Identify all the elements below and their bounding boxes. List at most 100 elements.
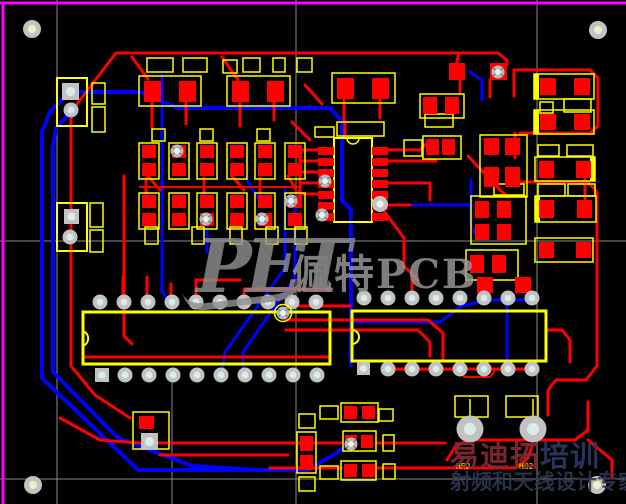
copper-trace-top bbox=[379, 205, 420, 282]
smd-pad bbox=[372, 180, 388, 188]
connector-outline-right bbox=[350, 309, 548, 363]
copper-trace-top bbox=[376, 444, 534, 470]
copper-trace-top bbox=[122, 174, 134, 346]
silkscreen-outline bbox=[567, 183, 596, 197]
silkscreen-outline bbox=[191, 226, 205, 245]
smd-pad bbox=[200, 145, 214, 158]
connector-notch bbox=[82, 330, 90, 347]
copper-trace-top bbox=[544, 328, 572, 364]
mount-pad-HB bbox=[519, 415, 547, 443]
silkscreen-outline bbox=[535, 196, 540, 222]
smd-pad bbox=[484, 167, 499, 187]
silkscreen-outline bbox=[89, 202, 104, 228]
smd-pad bbox=[484, 138, 499, 155]
smd-pad bbox=[337, 78, 354, 99]
silkscreen-outline bbox=[454, 395, 489, 418]
smd-pad bbox=[288, 145, 302, 158]
10 bbox=[92, 294, 324, 310]
silkscreen-outline bbox=[138, 192, 160, 230]
square-pad bbox=[64, 209, 79, 224]
smd-pad bbox=[258, 145, 272, 158]
silkscreen-outline bbox=[226, 142, 248, 180]
silkscreen-outline bbox=[505, 395, 539, 418]
smd-pad bbox=[300, 455, 313, 470]
smd-pad bbox=[142, 213, 156, 226]
silkscreen-outline bbox=[91, 106, 106, 133]
silkscreen-outline bbox=[138, 142, 160, 180]
smd-pad bbox=[372, 191, 388, 199]
silkscreen-outline bbox=[91, 82, 106, 105]
copper-trace-top bbox=[512, 68, 600, 135]
smd-pad bbox=[477, 277, 493, 293]
smd-pad bbox=[540, 114, 556, 130]
smd-pad bbox=[577, 200, 592, 218]
silkscreen-outline bbox=[382, 463, 396, 480]
smd-pad bbox=[142, 163, 156, 176]
smd-pad bbox=[318, 202, 334, 210]
silkscreen-outline bbox=[470, 195, 527, 245]
smd-pad bbox=[318, 158, 334, 166]
via bbox=[255, 212, 269, 226]
silkscreen-outline bbox=[144, 226, 159, 245]
smd-pad bbox=[142, 145, 156, 158]
smd-pad bbox=[470, 255, 484, 273]
copper-trace-top bbox=[58, 416, 343, 445]
silkscreen-outline bbox=[151, 128, 166, 142]
copper-trace-top bbox=[69, 364, 132, 420]
pad-label: HB2 bbox=[519, 462, 534, 471]
9 bbox=[117, 367, 325, 383]
smd-pad bbox=[361, 435, 373, 448]
copper-trace-bottom bbox=[160, 73, 172, 304]
smd-pad bbox=[475, 224, 489, 240]
silkscreen-outline bbox=[182, 57, 208, 73]
via bbox=[344, 437, 358, 451]
connector-outline-mid-left bbox=[56, 202, 88, 252]
silkscreen-outline bbox=[168, 192, 190, 230]
fiducial-pad bbox=[589, 21, 607, 39]
silkscreen-outline bbox=[539, 101, 554, 114]
smd-pad bbox=[539, 200, 554, 218]
smd-pad bbox=[344, 406, 357, 419]
pin1-square-pad bbox=[95, 368, 109, 382]
silkscreen-outline bbox=[422, 135, 462, 160]
silkscreen-outline bbox=[296, 57, 313, 73]
copper-trace-top bbox=[303, 83, 324, 106]
smd-pad bbox=[442, 139, 455, 155]
silkscreen-outline bbox=[226, 75, 291, 107]
silver-round-pad bbox=[372, 196, 388, 212]
smd-pad bbox=[372, 78, 389, 99]
square-pad bbox=[62, 83, 79, 100]
silkscreen-outline bbox=[254, 192, 276, 230]
via bbox=[284, 194, 298, 208]
fiducial-pad bbox=[588, 476, 606, 494]
smd-pad bbox=[172, 195, 186, 208]
silkscreen-outline bbox=[265, 226, 279, 245]
smd-pad bbox=[362, 464, 375, 477]
smd-pad bbox=[539, 161, 554, 178]
smd-pad bbox=[200, 195, 214, 208]
silkscreen-outline bbox=[199, 128, 214, 142]
smd-pad bbox=[497, 224, 511, 240]
smd-pad bbox=[258, 195, 272, 208]
connector-outline-top-left bbox=[56, 77, 88, 127]
silkscreen-outline bbox=[256, 128, 271, 142]
silkscreen-outline bbox=[590, 157, 595, 181]
smd-pad bbox=[576, 161, 591, 178]
smd-pad bbox=[318, 169, 334, 177]
silkscreen-outline bbox=[419, 93, 465, 119]
smd-pad bbox=[372, 213, 388, 221]
silkscreen-outline bbox=[242, 57, 261, 73]
ic-outline bbox=[333, 137, 373, 223]
via bbox=[315, 208, 329, 222]
silkscreen-outline bbox=[298, 476, 316, 492]
smd-pad bbox=[230, 163, 244, 176]
mount-pad-HB bbox=[456, 415, 484, 443]
copper-trace-top bbox=[284, 318, 445, 362]
through-hole-pad bbox=[62, 229, 78, 245]
connector-outline-left bbox=[81, 310, 332, 366]
silkscreen-outline bbox=[534, 110, 539, 134]
fiducial-pad bbox=[24, 476, 42, 494]
ic-notch bbox=[346, 137, 360, 145]
